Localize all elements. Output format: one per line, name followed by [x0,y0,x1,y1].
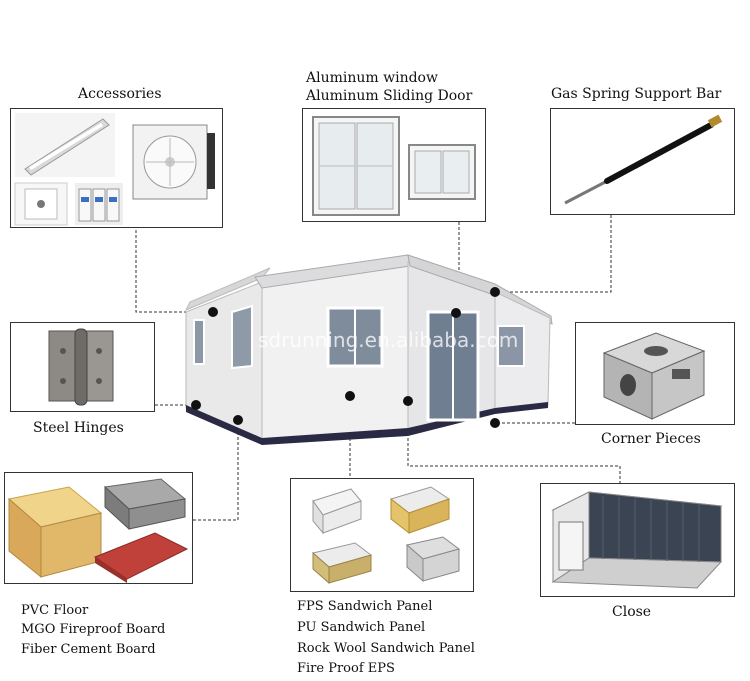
label-window-line1: Aluminum window [306,70,438,86]
exhaust-fan-icon [132,124,215,200]
close-box [540,483,735,597]
closed-container-icon [551,491,723,589]
label-panel-line1: FPS Sandwich Panel [297,599,433,614]
pu-panel-icon [389,486,451,535]
gas-spring-bar-icon [564,114,723,205]
connector-dots [191,287,500,428]
steel-hinges-box [10,322,155,412]
hinge-icon [48,328,114,406]
floor-box [4,472,193,584]
label-floor-line1: PVC Floor [21,603,89,618]
label-panel-line2: PU Sandwich Panel [297,620,426,635]
corner-casting-icon [602,332,706,420]
sandwich-panel-box [290,478,474,592]
label-gas-spring: Gas Spring Support Bar [551,86,722,102]
power-socket-icon [14,182,68,226]
eps-panel-icon [312,488,362,535]
corner-pieces-box [575,322,735,425]
label-window-line2: Aluminum Sliding Door [306,88,473,104]
window-images [312,116,476,216]
mgo-board-icon [103,478,187,531]
corner-piece-image [602,332,706,420]
closed-container-image [551,491,723,589]
window-box [302,108,486,222]
circuit-breaker-icon [75,183,123,225]
accessories-images [14,113,215,226]
label-close: Close [612,604,652,620]
fiber-cement-board-icon [93,532,189,583]
gas-spring-box [550,108,735,215]
pvc-floor-board-icon [7,486,103,579]
label-accessories: Accessories [78,86,162,102]
sliding-door-icon [312,116,400,216]
label-panel-line4: Fire Proof EPS [297,661,395,676]
aluminum-window-icon [408,144,476,200]
label-floor-line3: Fiber Cement Board [21,642,156,657]
accessories-box [10,108,223,228]
connector-floor [193,420,239,521]
gas-spring-image [564,114,723,205]
label-floor-line2: MGO Fireproof Board [21,622,166,637]
rock-wool-panel-icon [311,542,373,585]
label-panel-line3: Rock Wool Sandwich Panel [297,641,475,656]
label-steel-hinges: Steel Hinges [33,420,124,436]
connector-accessories [135,205,213,313]
label-corner-pieces: Corner Pieces [601,431,701,447]
watermark: sdrunning.en.alibaba.com [258,328,519,352]
fluorescent-lamp-icon [15,113,115,177]
floor-images [7,478,189,583]
connector-gas-spring [495,215,612,293]
sandwich-panel-images [311,486,461,585]
steel-hinges-image [48,328,114,406]
fire-proof-eps-icon [405,536,461,583]
container-house [184,254,553,445]
